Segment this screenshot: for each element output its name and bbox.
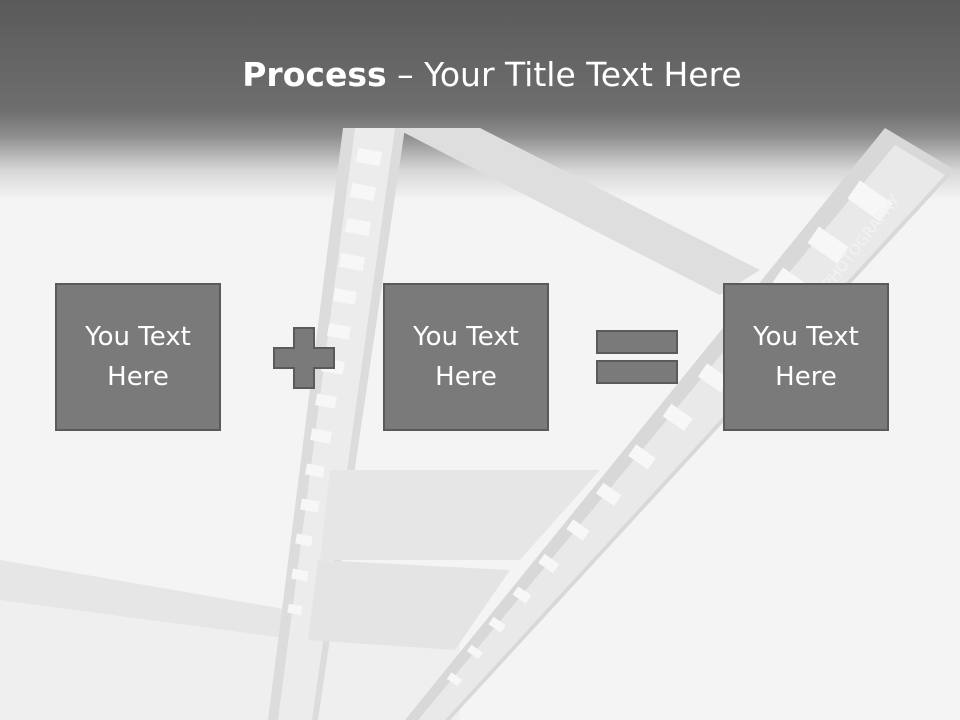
process-box-2-text: You Text Here (413, 322, 519, 392)
process-box-3[interactable]: You Text Here (723, 283, 889, 431)
equals-icon (596, 330, 678, 384)
title-bold: Process (242, 55, 387, 94)
page-title: Process – Your Title Text Here (0, 52, 960, 98)
title-rest: – Your Title Text Here (386, 55, 742, 94)
process-box-1-text: You Text Here (85, 322, 191, 392)
process-box-1[interactable]: You Text Here (55, 283, 221, 431)
plus-icon (273, 327, 335, 389)
process-box-2[interactable]: You Text Here (383, 283, 549, 431)
process-box-3-text: You Text Here (753, 322, 859, 392)
